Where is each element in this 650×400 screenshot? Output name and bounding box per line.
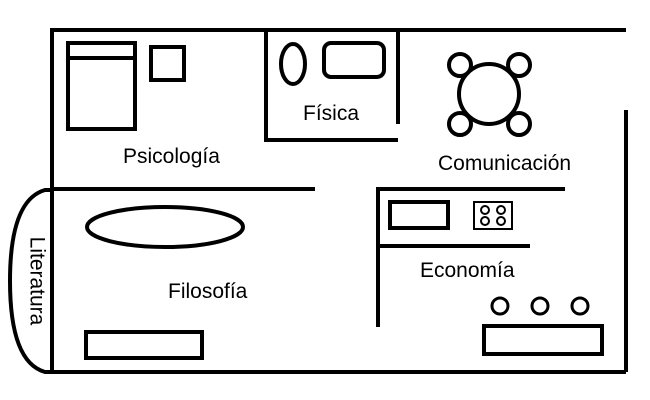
burner-3: [480, 216, 490, 226]
chair-bottom-left: [447, 111, 473, 137]
room-label-economia: Economía: [420, 259, 515, 282]
bed-frame: [66, 41, 137, 131]
table-top: [457, 62, 521, 126]
economia-wall: [376, 187, 565, 327]
interior-walls: [52, 30, 565, 327]
bathtub: [322, 41, 386, 79]
dining-table: [447, 52, 532, 137]
room-label-fisica: Física: [303, 102, 360, 125]
burner-4: [496, 216, 506, 226]
bed: [66, 41, 137, 131]
stool-2: [530, 296, 550, 316]
room-label-literatura: Literatura: [25, 236, 49, 326]
chair-top-left: [447, 52, 473, 78]
oval-table: [85, 205, 245, 249]
room-label-comunicacion: Comunicación: [438, 152, 572, 175]
burner-2: [496, 205, 506, 215]
bench-left: [84, 330, 204, 360]
stools: [490, 296, 590, 316]
stove-body: [473, 201, 513, 230]
bench-right: [482, 324, 604, 356]
chair-top-right: [506, 52, 532, 78]
stove: [473, 201, 513, 230]
outer-wall-top-left: [50, 28, 626, 372]
sink-counter: [388, 200, 450, 230]
chair-bottom-right: [506, 111, 532, 137]
room-label-filosofia: Filosofía: [168, 280, 248, 303]
stool-3: [570, 296, 590, 316]
toilet: [279, 42, 307, 86]
fisica-wall: [264, 30, 398, 142]
nightstand: [149, 45, 186, 82]
outer-walls: [50, 28, 628, 374]
stool-1: [490, 296, 510, 316]
burner-1: [480, 205, 490, 215]
room-label-psicologia: Psicología: [123, 145, 220, 168]
literatura-bay: [7, 188, 52, 374]
